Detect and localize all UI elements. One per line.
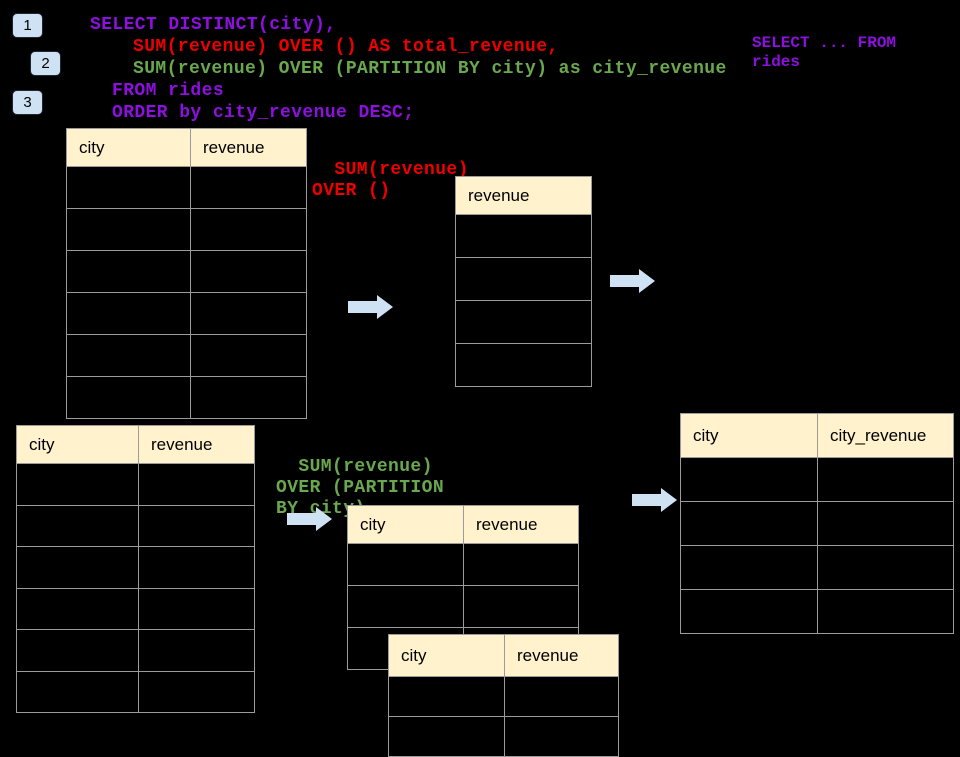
column-header-city: city — [348, 506, 464, 544]
note-select-from: SELECT ... FROM — [752, 34, 897, 52]
slide-canvas: { "colors": { "background": "#000000", "… — [12, 13, 954, 757]
table-row — [67, 293, 307, 335]
table-row — [348, 586, 579, 628]
sql-line-from: FROM rides — [112, 81, 225, 101]
table-row — [17, 547, 255, 589]
total-revenue-table: revenue — [455, 176, 592, 387]
flow-arrow-right-icon — [632, 488, 677, 512]
step-badge-2: 2 — [30, 51, 61, 76]
table-row — [389, 677, 619, 717]
table-row — [67, 209, 307, 251]
table-row — [17, 505, 255, 547]
step-badge-1: 1 — [12, 13, 43, 38]
column-header-revenue: revenue — [464, 506, 579, 544]
partition-table-front: city revenue — [388, 634, 619, 757]
flow-arrow-right-icon — [610, 269, 655, 293]
table-row — [17, 464, 255, 506]
table-row — [681, 502, 954, 546]
sql-line-total: SUM(revenue) OVER () AS total_revenue, — [133, 37, 559, 57]
table-row — [681, 590, 954, 634]
sql-line-select: SELECT DISTINCT(city), — [90, 15, 337, 35]
table-row — [348, 544, 579, 586]
column-header-city: city — [67, 129, 191, 167]
source-table: city revenue — [66, 128, 307, 419]
column-header-city-revenue: city_revenue — [818, 414, 954, 458]
table-row — [456, 258, 592, 301]
step-badge-3: 3 — [12, 90, 43, 115]
note-rides: rides — [752, 53, 801, 71]
column-header-city: city — [17, 426, 139, 464]
sql-line-order: ORDER by city_revenue DESC; — [112, 103, 415, 123]
table-row — [17, 588, 255, 630]
sql-line-partition: SUM(revenue) OVER (PARTITION BY city) as… — [133, 59, 727, 79]
table-row — [17, 671, 255, 713]
source-table-2: city revenue — [16, 425, 255, 713]
table-row — [67, 251, 307, 293]
table-row — [67, 335, 307, 377]
table-row — [67, 377, 307, 419]
label-sum-over-total: SUM(revenue)OVER () — [312, 160, 469, 201]
table-row — [681, 458, 954, 502]
column-header-city: city — [681, 414, 818, 458]
column-header-revenue: revenue — [505, 635, 619, 677]
column-header-city: city — [389, 635, 505, 677]
column-header-revenue: revenue — [191, 129, 307, 167]
table-row — [389, 717, 619, 757]
table-row — [67, 167, 307, 209]
table-row — [681, 546, 954, 590]
flow-arrow-right-icon — [287, 507, 332, 531]
column-header-revenue: revenue — [456, 177, 592, 215]
table-row — [456, 344, 592, 387]
table-row — [17, 630, 255, 672]
flow-arrow-right-icon — [348, 295, 393, 319]
table-row — [456, 215, 592, 258]
table-row — [456, 301, 592, 344]
column-header-revenue: revenue — [139, 426, 255, 464]
city-revenue-result-table: city city_revenue — [680, 413, 954, 634]
